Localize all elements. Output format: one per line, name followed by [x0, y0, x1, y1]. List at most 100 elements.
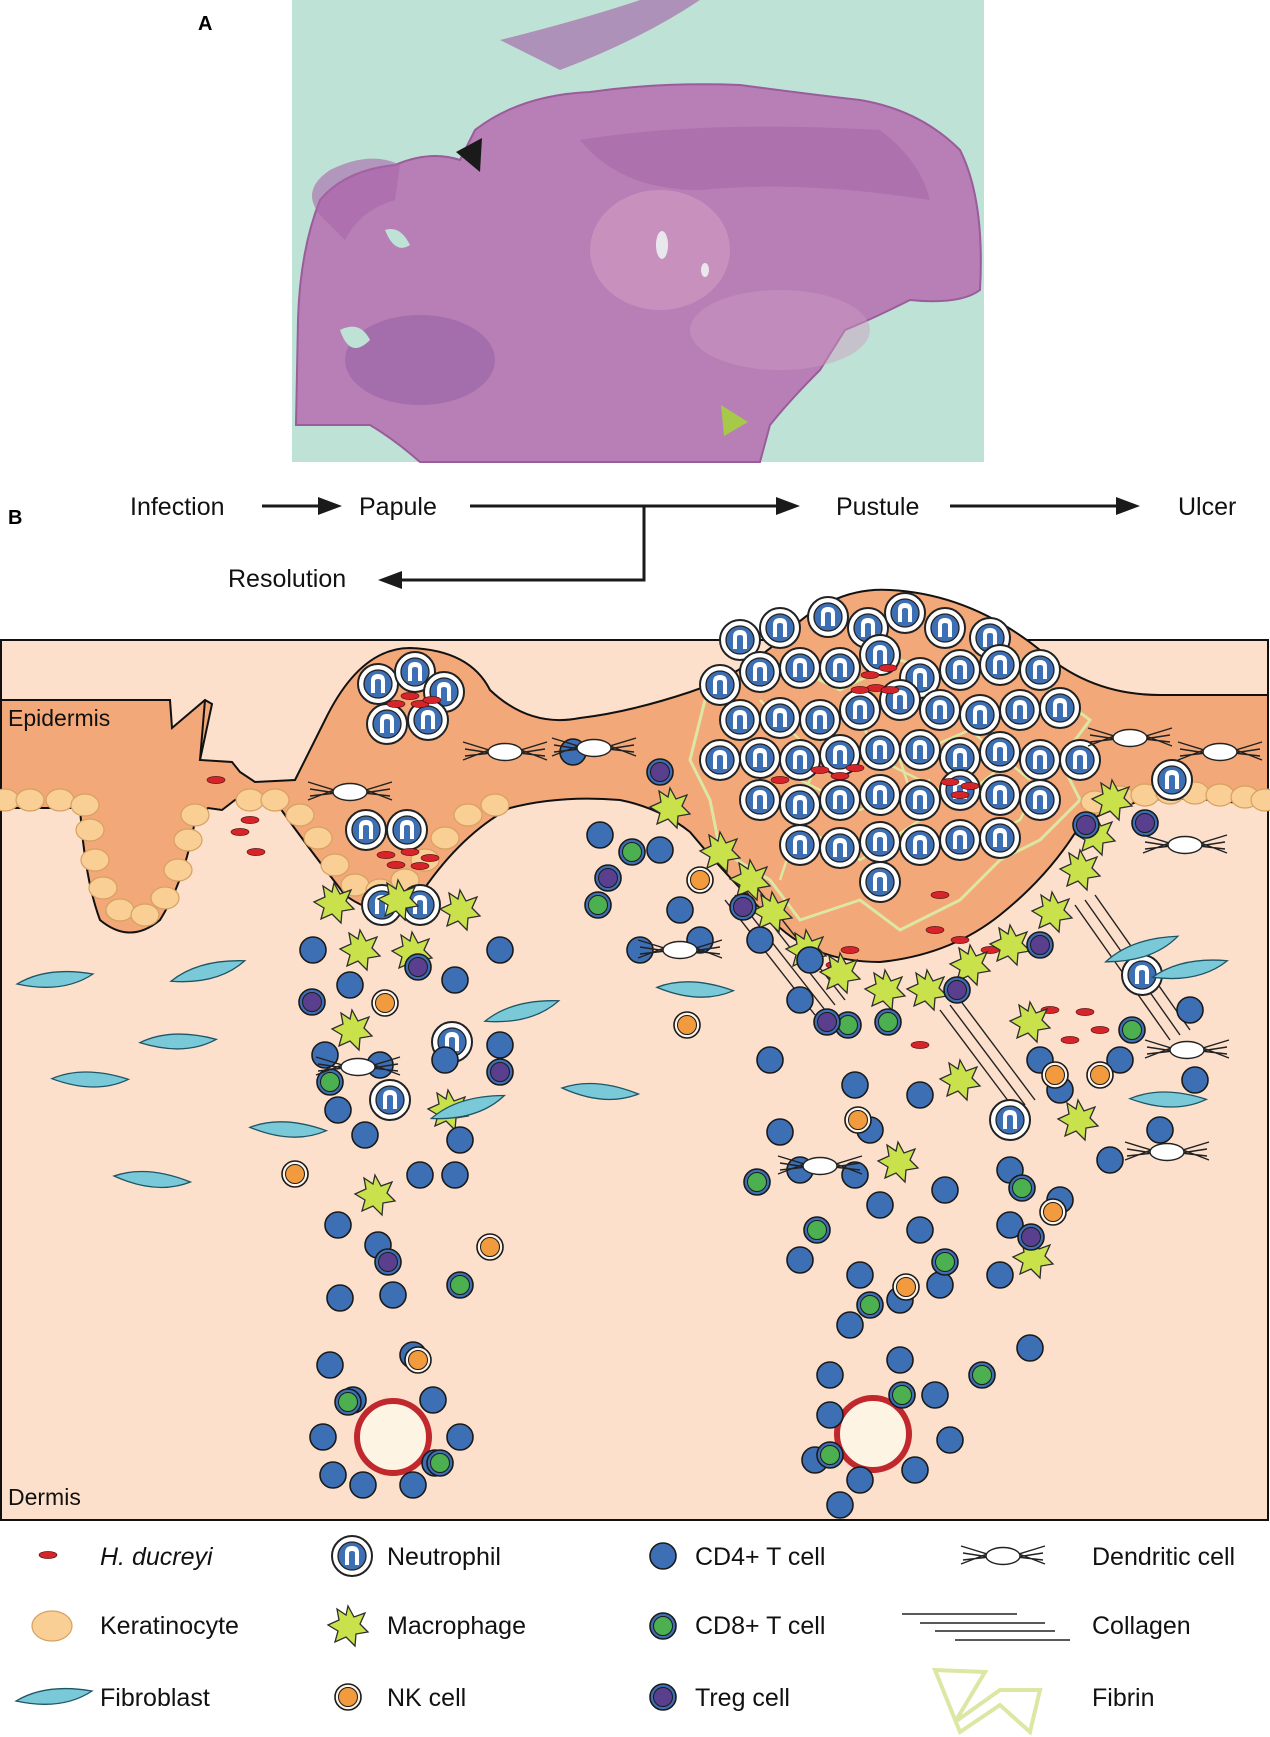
cd4-t-cell	[1181, 1066, 1209, 1094]
legend-treg-label: Treg cell	[695, 1684, 790, 1712]
cd4-t-cell	[841, 1161, 869, 1189]
h-ducreyi	[880, 686, 900, 694]
neutrophil	[939, 649, 981, 691]
cd4-t-cell	[921, 1381, 949, 1409]
cd4-t-cell	[399, 1471, 427, 1499]
neutrophil	[899, 729, 941, 771]
panel-label-a: A	[198, 13, 212, 35]
cd8-t-cell	[446, 1271, 474, 1299]
treg-cell	[1072, 811, 1100, 839]
h-ducreyi	[840, 946, 860, 954]
cd4-t-cell	[666, 896, 694, 924]
cd4-t-cell	[324, 1096, 352, 1124]
dermis-label: Dermis	[8, 1484, 81, 1510]
h-ducreyi	[400, 692, 420, 700]
neutrophil	[759, 697, 801, 739]
neutrophil	[939, 819, 981, 861]
keratinocyte	[163, 858, 193, 882]
cd4-t-cell	[351, 1121, 379, 1149]
cd4-t-cell	[1016, 1334, 1044, 1362]
h-ducreyi	[376, 851, 396, 859]
legend-macrophage: Macrophage	[327, 1605, 526, 1647]
treg-cell	[374, 1248, 402, 1276]
neutrophil	[919, 689, 961, 731]
neutrophil	[979, 731, 1021, 773]
green-arrowhead	[721, 405, 748, 436]
macrophage-swatch	[327, 1605, 369, 1647]
legend-dendritic: Dendritic cell	[960, 1543, 1235, 1571]
h-ducreyi	[386, 861, 406, 869]
stage-ulcer: Ulcer	[1178, 493, 1236, 521]
keratinocyte	[235, 788, 265, 812]
neutrophil	[759, 607, 801, 649]
nk-cell	[281, 1160, 309, 1188]
nk-cell	[686, 866, 714, 894]
neutrophil	[699, 664, 741, 706]
legend-collagen-label: Collagen	[1092, 1612, 1191, 1640]
legend-nk: NK cell	[334, 1683, 466, 1712]
cd4-t-cell	[836, 1311, 864, 1339]
neutrophil	[979, 644, 1021, 686]
neutrophil	[959, 694, 1001, 736]
neutrophil	[924, 607, 966, 649]
nk-cell	[892, 1273, 920, 1301]
neutrophil	[859, 729, 901, 771]
cd4-t-cell	[431, 1046, 459, 1074]
neutrophil	[386, 809, 428, 851]
black-arrowhead	[456, 138, 482, 172]
skin-schematic	[0, 588, 1270, 1521]
cd4-swatch	[649, 1542, 677, 1570]
nk-cell	[476, 1233, 504, 1261]
h-ducreyi	[950, 936, 970, 944]
nk-cell	[404, 1346, 432, 1374]
h-ducreyi	[1060, 1036, 1080, 1044]
h-ducreyi	[940, 778, 960, 786]
cd4-t-cell	[406, 1161, 434, 1189]
cd8-t-cell	[931, 1248, 959, 1276]
keratinocyte	[173, 828, 203, 852]
cd4-t-cell	[816, 1361, 844, 1389]
neutrophil	[989, 1099, 1031, 1141]
cd8-t-cell	[856, 1291, 884, 1319]
cd4-t-cell	[846, 1261, 874, 1289]
cd8-t-cell	[968, 1361, 996, 1389]
nk-swatch	[334, 1683, 362, 1711]
keratinocyte	[105, 898, 135, 922]
h-ducreyi	[240, 816, 260, 824]
cd8-t-cell	[334, 1388, 362, 1416]
h-ducreyi	[830, 772, 850, 780]
legend-cd4: CD4+ T cell	[649, 1542, 825, 1571]
treg-cell	[646, 758, 674, 786]
cd8-t-cell	[1118, 1016, 1146, 1044]
treg-cell	[813, 1008, 841, 1036]
h-ducreyi	[930, 891, 950, 899]
stage-infection: Infection	[130, 493, 225, 521]
treg-cell	[729, 893, 757, 921]
nk-cell	[371, 989, 399, 1017]
legend-cd8-label: CD8+ T cell	[695, 1612, 825, 1640]
legend-fibroblast-label: Fibroblast	[100, 1684, 210, 1712]
neutrophil	[1039, 687, 1081, 729]
keratinocyte-swatch	[31, 1610, 73, 1642]
h-ducreyi	[910, 1041, 930, 1049]
h-ducreyi	[246, 848, 266, 856]
keratinocyte	[320, 853, 350, 877]
neutrophil	[899, 824, 941, 866]
neutrophil	[939, 769, 981, 811]
neutrophil	[819, 647, 861, 689]
dendritic-swatch	[960, 1545, 1046, 1566]
h-ducreyi	[810, 766, 830, 774]
cd4-t-cell	[936, 1426, 964, 1454]
progression-flow	[262, 497, 1140, 589]
treg-cell	[943, 976, 971, 1004]
cd4-t-cell	[841, 1071, 869, 1099]
neutrophil	[779, 824, 821, 866]
cd4-t-cell	[766, 1118, 794, 1146]
neutrophil	[799, 699, 841, 741]
keratinocyte	[45, 788, 75, 812]
keratinocyte	[285, 803, 315, 827]
keratinocyte	[260, 788, 290, 812]
neutrophil	[979, 817, 1021, 859]
h-ducreyi	[950, 791, 970, 799]
